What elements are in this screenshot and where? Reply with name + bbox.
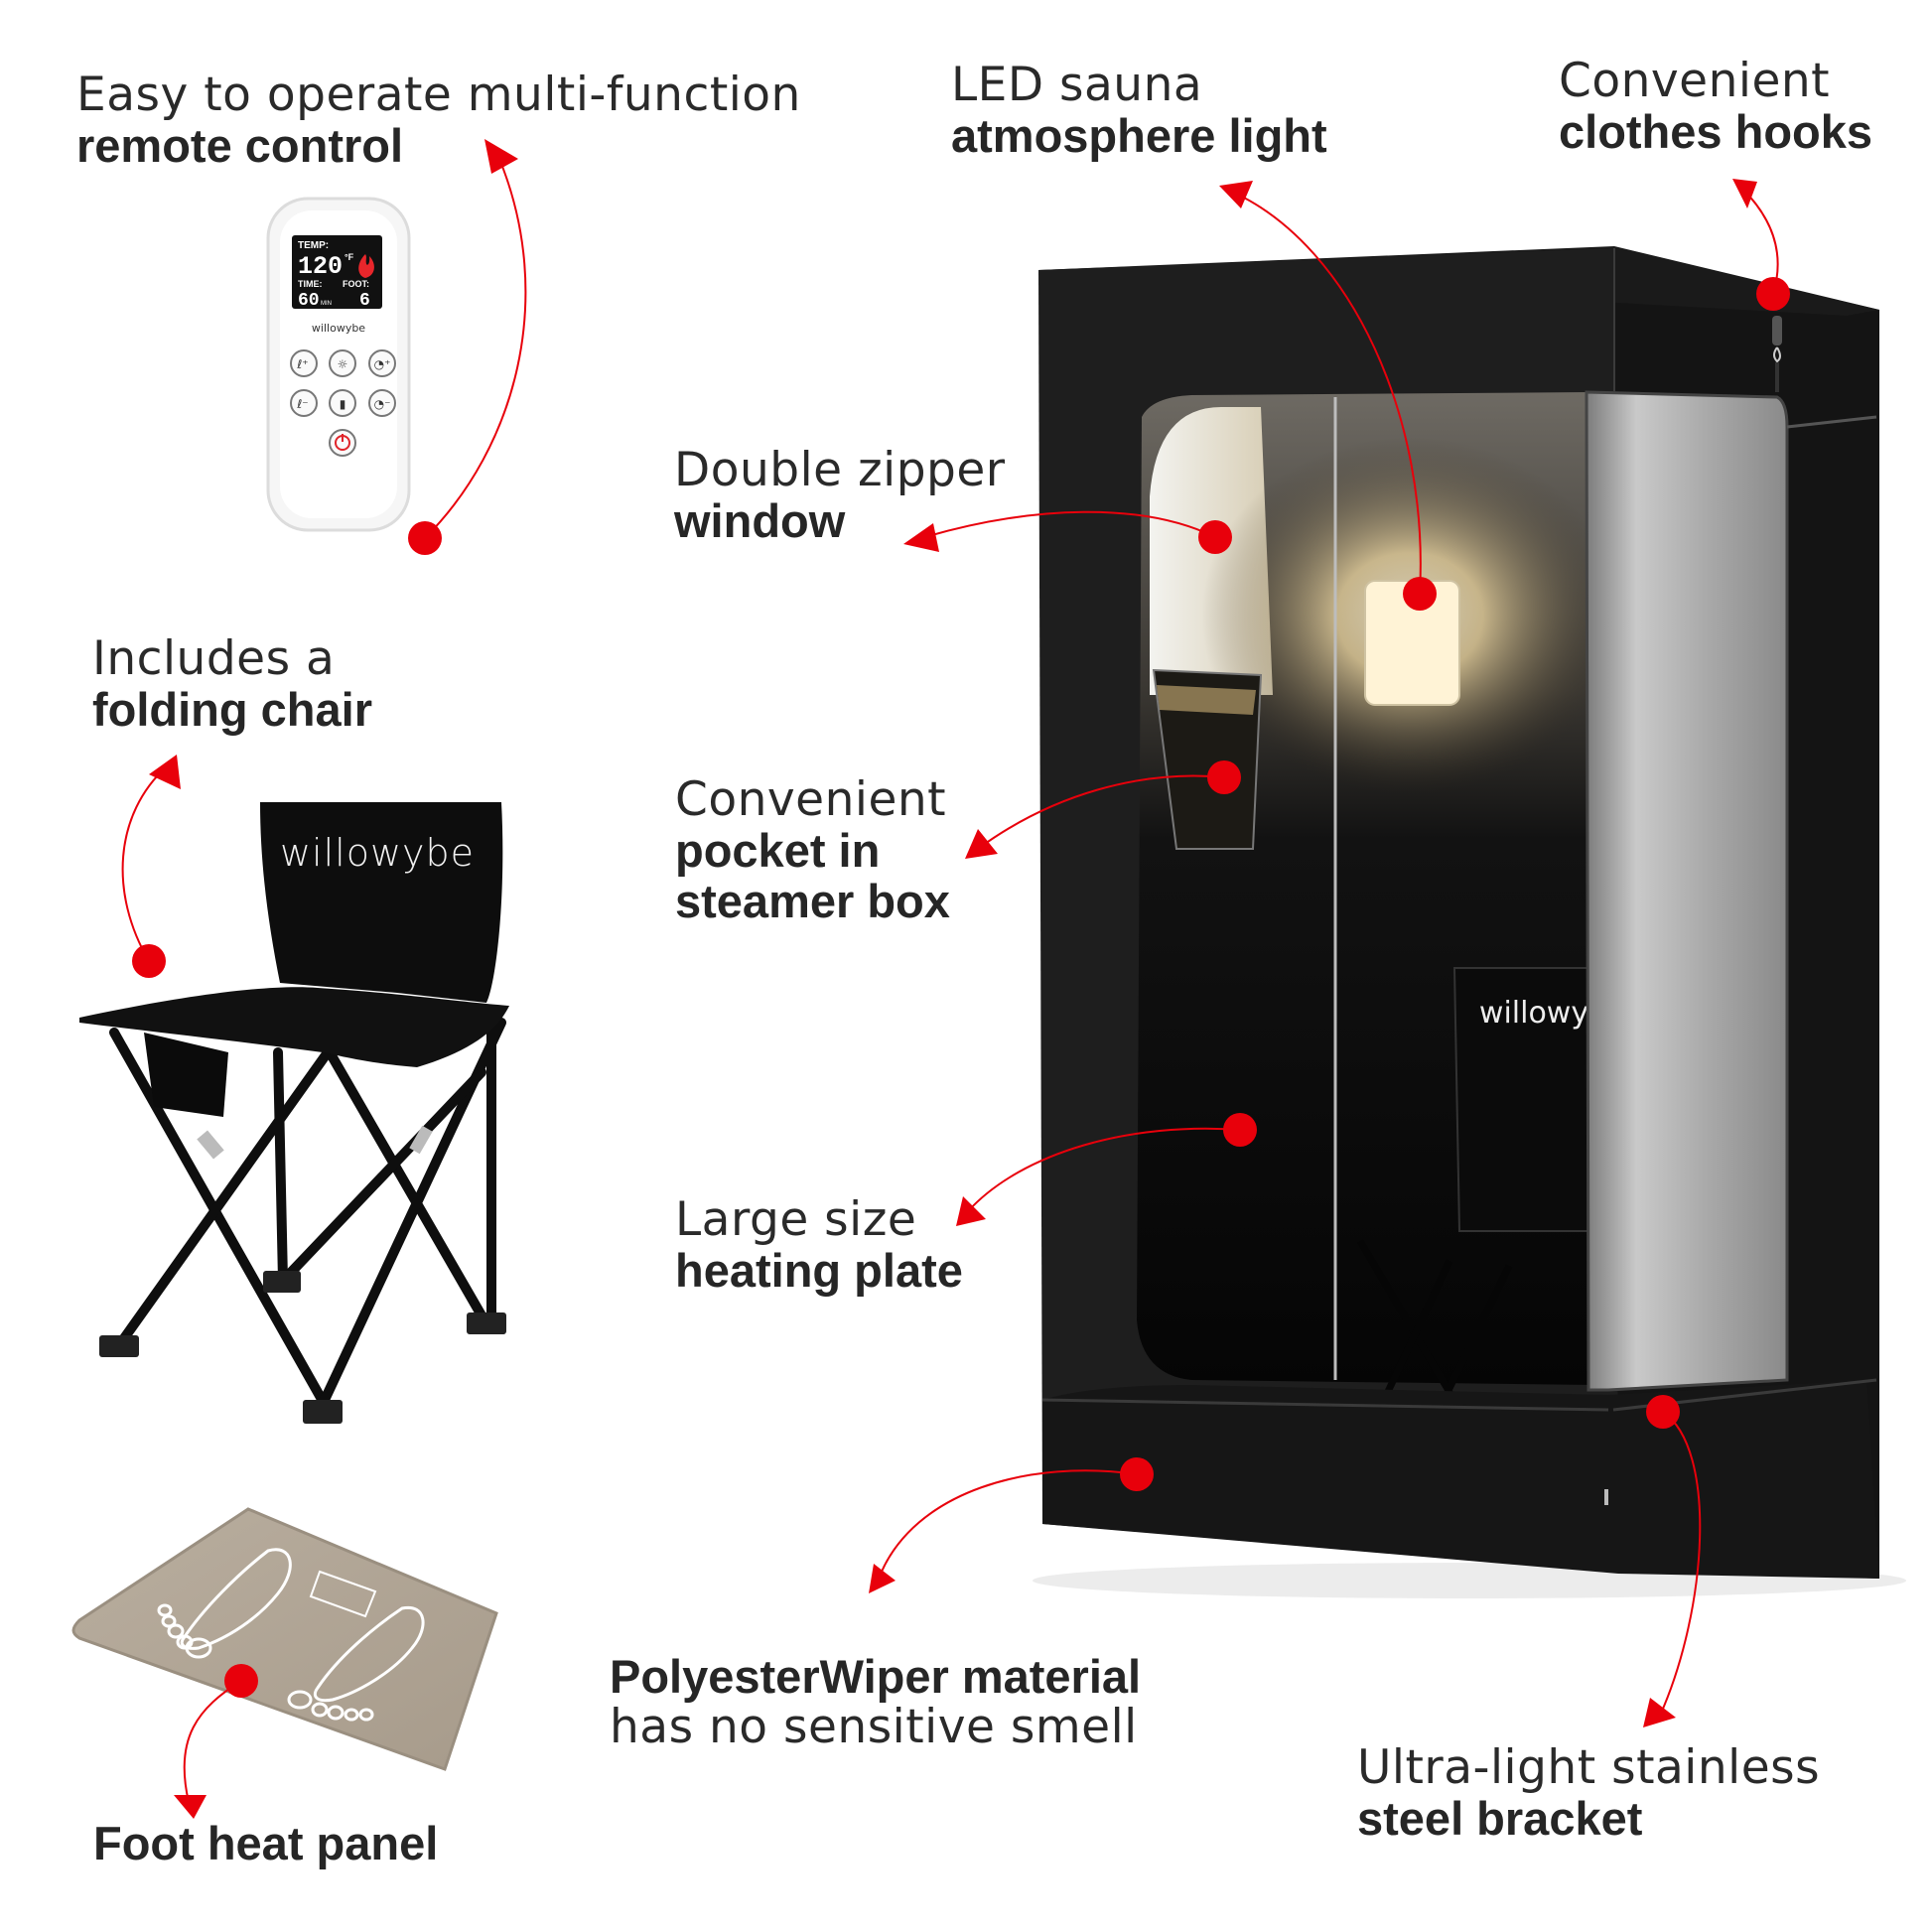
- label-remote-light: Easy to operate multi-function: [76, 68, 801, 122]
- svg-text:ℓ⁻: ℓ⁻: [296, 397, 308, 411]
- label-heating-plate: Large size heating plate: [675, 1196, 963, 1294]
- svg-text:willowybe: willowybe: [280, 831, 475, 875]
- label-remote-control: Easy to operate multi-function remote co…: [76, 71, 801, 169]
- label-pocket-bold-1: pocket in: [675, 824, 881, 877]
- svg-text:TIME:: TIME:: [298, 279, 323, 289]
- label-chair-light: Includes a: [92, 631, 336, 686]
- svg-text:◔⁻: ◔⁻: [374, 397, 391, 411]
- label-led-light: LED sauna atmosphere light: [951, 62, 1327, 159]
- label-steel-bracket: Ultra-light stainless steel bracket: [1357, 1744, 1820, 1842]
- svg-text:▮: ▮: [340, 397, 346, 411]
- svg-text:☼: ☼: [338, 357, 348, 371]
- label-pocket-bold-2: steamer box: [675, 875, 950, 927]
- label-chair-bold: folding chair: [92, 683, 372, 736]
- label-bracket-bold: steel bracket: [1357, 1792, 1643, 1845]
- annotation-dots: [132, 277, 1790, 1698]
- label-remote-bold: remote control: [76, 119, 404, 172]
- svg-text:ℓ⁺: ℓ⁺: [296, 357, 308, 371]
- label-hooks-bold: clothes hooks: [1559, 105, 1873, 158]
- svg-text:FOOT:: FOOT:: [343, 279, 369, 289]
- label-bracket-light: Ultra-light stainless: [1357, 1740, 1821, 1795]
- label-zipper-window: Double zipper window: [674, 447, 1006, 544]
- label-folding-chair: Includes a folding chair: [92, 635, 372, 733]
- svg-text:TEMP:: TEMP:: [298, 240, 329, 251]
- remote-control: TEMP: 120 °F TIME: FOOT: 60 MIN 6 willow…: [266, 197, 411, 532]
- label-heating-light: Large size: [675, 1192, 917, 1247]
- label-hooks-light: Convenient: [1559, 54, 1831, 108]
- label-window-light: Double zipper: [674, 443, 1006, 497]
- annotation-callouts: [121, 158, 1779, 1803]
- svg-text:60: 60: [298, 291, 320, 311]
- label-window-bold: window: [674, 494, 846, 547]
- svg-text:willowy: willowy: [1479, 996, 1588, 1031]
- svg-text:MIN: MIN: [321, 301, 332, 307]
- svg-text:6: 6: [359, 291, 370, 311]
- label-material: PolyesterWiper material has no sensitive…: [610, 1653, 1141, 1750]
- label-clothes-hooks: Convenient clothes hooks: [1559, 58, 1872, 155]
- annotation-arrowheads: [149, 139, 1757, 1819]
- label-led-bold: atmosphere light: [951, 109, 1327, 162]
- label-heating-bold: heating plate: [675, 1244, 963, 1297]
- label-foot-heat-panel: Foot heat panel: [93, 1820, 438, 1866]
- folding-chair: willowybe: [79, 802, 509, 1424]
- svg-text:°F: °F: [345, 252, 354, 262]
- sauna-tent: willowy: [1033, 246, 1906, 1598]
- label-led-light-text: LED sauna: [951, 58, 1203, 112]
- foot-heat-panel: [71, 1507, 498, 1771]
- label-steamer-pocket: Convenient pocket in steamer box: [675, 776, 950, 924]
- svg-text:◔⁺: ◔⁺: [374, 357, 391, 371]
- svg-text:120: 120: [298, 252, 343, 281]
- label-foot-bold: Foot heat panel: [93, 1817, 439, 1869]
- svg-text:willowybe: willowybe: [312, 322, 365, 335]
- label-material-light: has no sensitive smell: [610, 1700, 1138, 1754]
- label-material-bold: PolyesterWiper material: [610, 1650, 1142, 1703]
- label-pocket-light: Convenient: [675, 772, 947, 827]
